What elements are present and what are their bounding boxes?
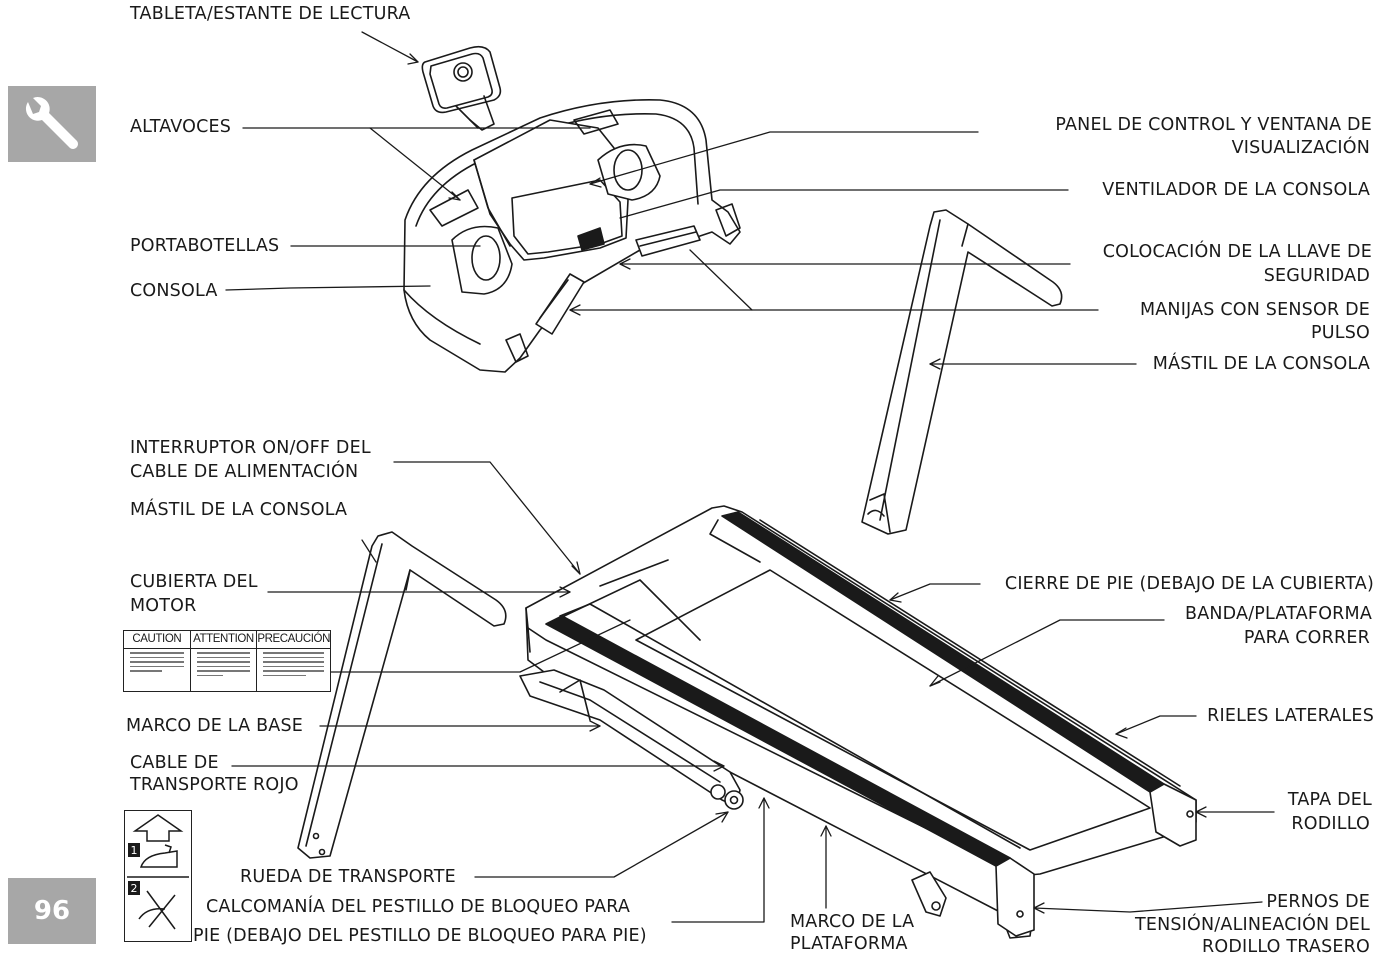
label-roller-cap-2: RODILLO	[1291, 814, 1370, 834]
step-1-number: 1	[131, 844, 138, 857]
label-mast-left: MÁSTIL DE LA CONSOLA	[130, 500, 348, 520]
label-side-rails: RIELES LATERALES	[1207, 706, 1374, 726]
page-number: 96	[8, 878, 96, 944]
leader-lines	[225, 31, 1275, 923]
label-latch-decal-2: PIE (DEBAJO DEL PESTILLO DE BLOQUEO PARA…	[193, 926, 647, 946]
label-roller-cap-1: TAPA DEL	[1287, 790, 1372, 810]
caution-header: CAUTION	[124, 631, 190, 649]
label-red-cable-1: CABLE DE	[130, 753, 219, 773]
label-safety-key-1: COLOCACIÓN DE LA LLAVE DE	[1102, 242, 1372, 262]
label-power-switch-1: INTERRUPTOR ON/OFF DEL	[130, 438, 371, 458]
label-deck-frame-1: MARCO DE LA	[790, 912, 915, 932]
label-power-switch-2: CABLE DE ALIMENTACIÓN	[130, 462, 359, 482]
step-2-number: 2	[131, 882, 138, 895]
foot-press-icon	[139, 850, 178, 868]
label-control-panel-2: VISUALIZACIÓN	[1231, 138, 1370, 158]
label-bottle-holder: PORTABOTELLAS	[130, 236, 280, 256]
wrench-icon	[25, 97, 79, 149]
console-drawing	[403, 45, 741, 373]
label-pulse-grips-2: PULSO	[1311, 323, 1370, 343]
label-motor-cover-1: CUBIERTA DEL	[130, 572, 258, 592]
label-console-fan: VENTILADOR DE LA CONSOLA	[1102, 180, 1370, 200]
left-mast-drawing	[297, 531, 507, 859]
treadmill-base-drawing	[519, 505, 1197, 939]
label-foot-latch: CIERRE DE PIE (DEBAJO DE LA CUBIERTA)	[1004, 574, 1374, 594]
section-tab	[8, 86, 96, 162]
label-tension-bolts-1: PERNOS DE	[1266, 892, 1370, 912]
latch-decal: 1 2	[124, 810, 192, 942]
precaucion-header: PRECAUCIÓN	[257, 631, 330, 649]
label-tension-bolts-3: RODILLO TRASERO	[1202, 937, 1370, 957]
label-tablet: TABLETA/ESTANTE DE LECTURA	[130, 4, 411, 24]
label-deck-frame-2: PLATAFORMA	[790, 934, 908, 954]
label-belt-deck-1: BANDA/PLATAFORMA	[1185, 604, 1372, 624]
arrow-up-icon	[132, 814, 184, 842]
label-motor-cover-2: MOTOR	[130, 596, 197, 616]
label-control-panel-1: PANEL DE CONTROL Y VENTANA DE	[1055, 115, 1372, 135]
label-tension-bolts-2: TENSIÓN/ALINEACIÓN DEL	[1134, 915, 1370, 935]
right-mast-drawing	[861, 209, 1063, 535]
latch-decal-art: 1 2	[127, 814, 189, 930]
attention-header: ATTENTION	[190, 631, 257, 649]
label-pulse-grips-1: MANIJAS CON SENSOR DE	[1139, 300, 1370, 320]
label-console: CONSOLA	[130, 281, 218, 301]
label-belt-deck-2: PARA CORRER	[1243, 628, 1370, 648]
warning-decal: CAUTION ATTENTION PRECAUCIÓN	[123, 630, 331, 692]
label-speakers: ALTAVOCES	[130, 117, 232, 137]
label-latch-decal-1: CALCOMANÍA DEL PESTILLO DE BLOQUEO PARA	[206, 897, 631, 917]
label-mast-right: MÁSTIL DE LA CONSOLA	[1152, 354, 1370, 374]
label-base-frame: MARCO DE LA BASE	[126, 716, 304, 736]
label-safety-key-2: SEGURIDAD	[1263, 266, 1370, 286]
label-red-cable-2: TRANSPORTE ROJO	[130, 775, 299, 795]
label-transport-wheel: RUEDA DE TRANSPORTE	[240, 867, 456, 887]
